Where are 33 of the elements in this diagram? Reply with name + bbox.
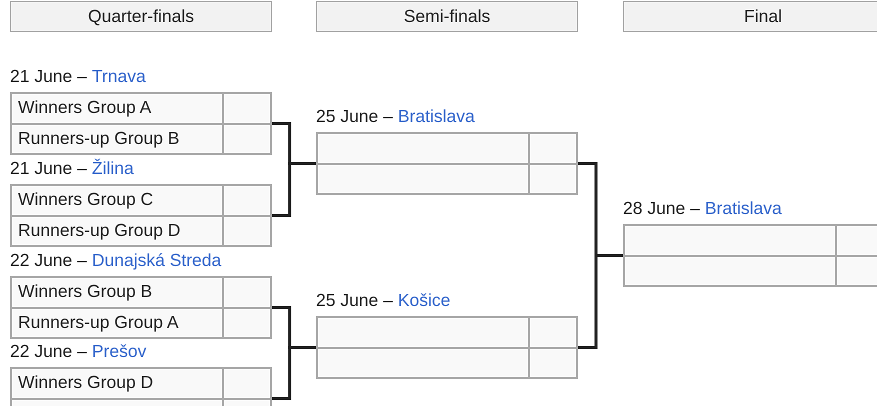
bracket-line [272,346,316,400]
match-box [10,250,272,339]
venue-link: Bratislava [398,106,475,126]
match-date: 25 June – [316,106,393,126]
bracket-line [578,254,623,349]
venue-link: Žilina [92,158,134,178]
team-cell: Runners-up Group D [10,214,224,247]
venue-link: Trnava [92,66,146,86]
match-date: 21 June – [10,158,87,178]
match-date: 28 June – [623,198,700,218]
team-cell: Winners Group D [10,367,224,400]
match-date: 22 June – [10,250,87,270]
bracket-line [272,162,316,217]
match-box [10,158,272,247]
team-cell: Winners Group C [10,184,224,216]
match-box [316,290,578,379]
venue-link: Dunajská Streda [92,250,222,270]
round-header: Semi-finals [316,1,578,32]
venue-link: Prešov [92,341,146,361]
team-cell: Runners-up Group B [10,122,224,155]
venue-link: Košice [398,290,450,310]
venue-link: Bratislava [704,198,782,218]
match-date: 25 June – [316,290,393,310]
match-box [10,341,272,406]
team-cell: Winners Group B [10,276,224,308]
match-date: 21 June – [10,66,87,86]
match-box [316,106,578,195]
team-cell: Winners Group A [10,92,224,124]
round-header: Quarter-finals [10,1,272,32]
match-box [623,198,877,287]
match-date: 22 June – [10,341,87,361]
round-header: Final [623,1,877,32]
team-cell: Runners-up Group A [10,306,224,339]
